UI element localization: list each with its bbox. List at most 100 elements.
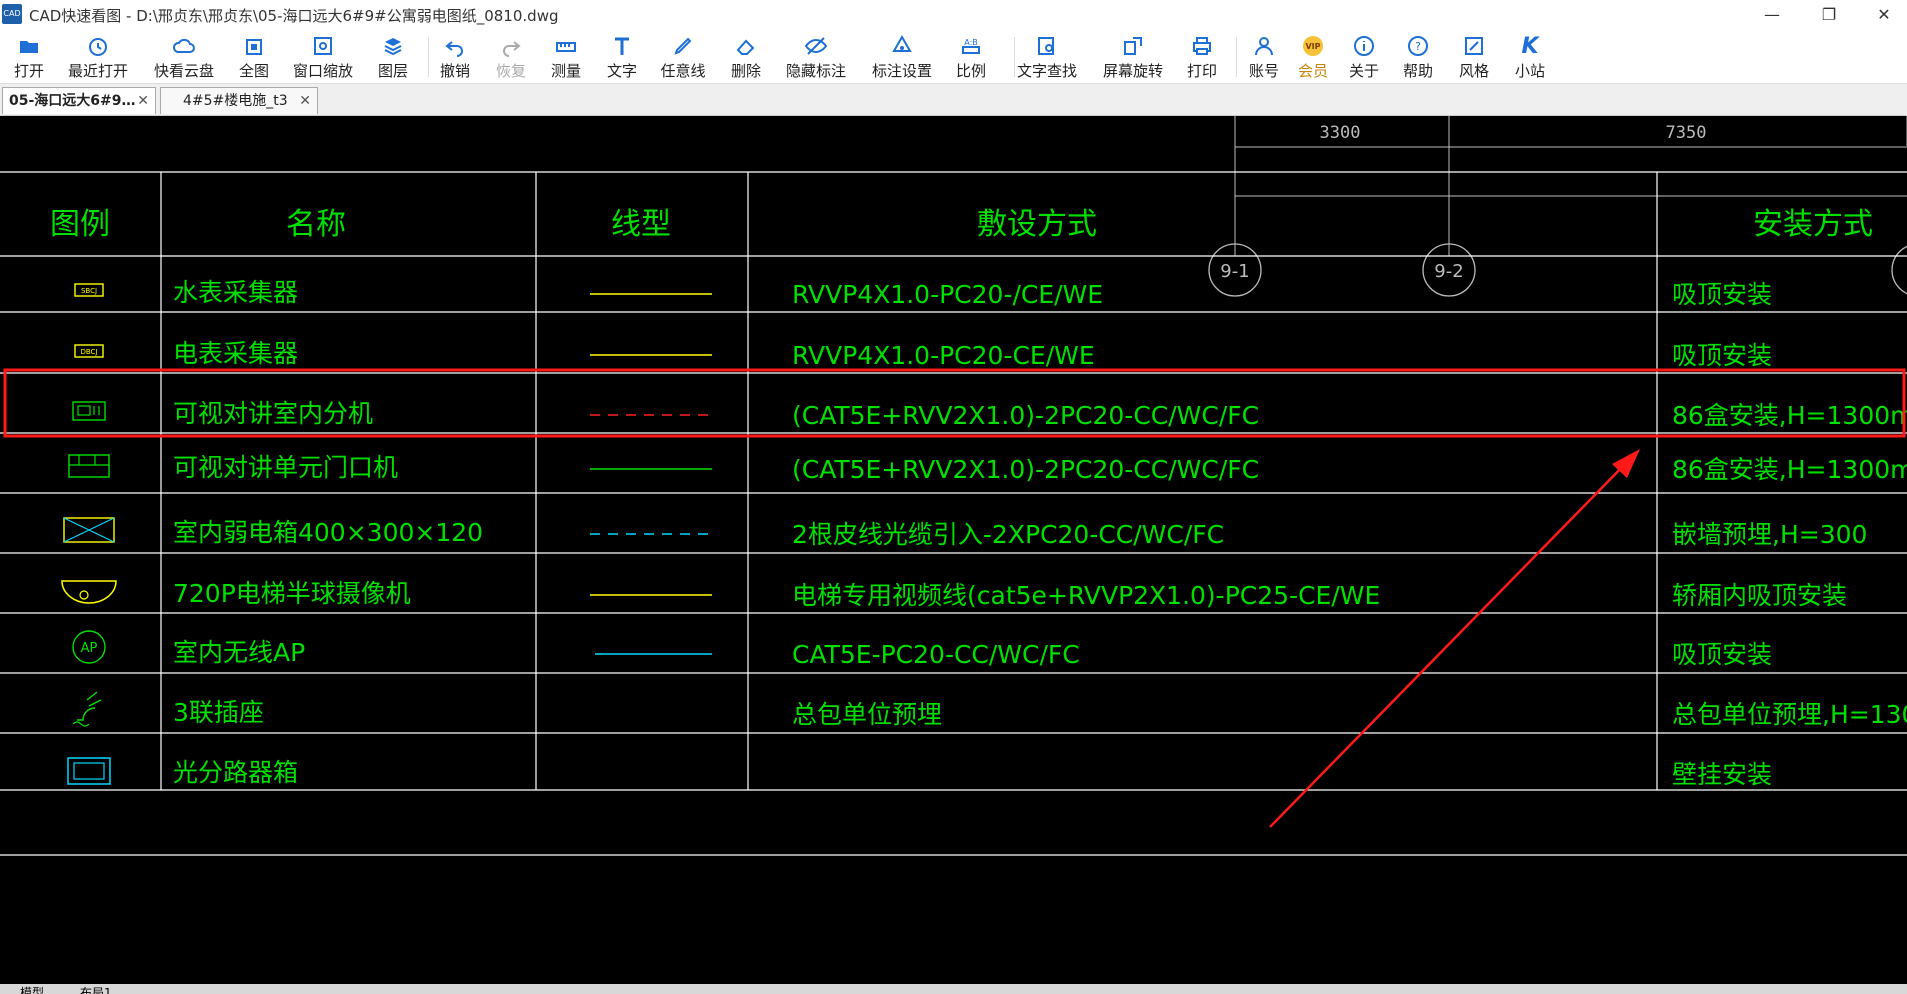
toolbar-zoomwin-button[interactable]: 窗口缩放 [293,29,353,83]
svg-text:DBCJ: DBCJ [80,348,97,356]
row-install-cell: 86盒安装,H=1300mm [1672,455,1907,484]
row-install-cell: 嵌墙预埋,H=300 [1672,520,1867,549]
toolbar-redo-button[interactable]: 恢复 [481,29,541,83]
toolbar-print-button[interactable]: 打印 [1172,29,1232,83]
row-route-cell: RVVP4X1.0-PC20-CE/WE [792,341,1095,370]
user-icon [1234,34,1294,60]
row-install-cell: 吸顶安装 [1672,341,1772,370]
toolbar-undo-button[interactable]: 撤销 [425,29,485,83]
toolbar: 打开最近打开快看云盘全图窗口缩放图层撤销恢复测量文字任意线删除 隐藏标注 标注设置 A… [0,29,1907,84]
toolbar-style-button[interactable]: 风格 [1444,29,1504,83]
toolbar-label: 窗口缩放 [293,62,354,80]
window-title: CAD快速看图 - D:\邢贞东\邢贞东\05-海口远大6#9#公寓弱电图纸_0… [29,7,559,25]
toolbar-about-button[interactable]: 关于 [1334,29,1394,83]
row-name-cell: 光分路器箱 [173,758,298,787]
toolbar-label: 文字查找 [1017,62,1078,80]
toolbar-label: 屏幕旋转 [1103,62,1164,80]
row-route-cell: RVVP4X1.0-PC20-/CE/WE [792,280,1103,309]
tab-document-2[interactable]: 4#5#楼电施_t3 ✕ [160,87,318,114]
table-header: 敷设方式 [977,207,1097,242]
row-install-cell: 壁挂安装 [1672,760,1772,789]
close-tab-icon[interactable]: ✕ [299,93,311,109]
pen-icon [653,34,713,60]
svg-text:A:B: A:B [964,38,978,47]
svg-text:SBCJ: SBCJ [81,287,97,295]
toolbar-label: 打印 [1186,62,1217,80]
dimension-label: 7350 [1666,123,1707,143]
toolbar-freeline-button[interactable]: 任意线 [653,29,713,83]
toolbar-open-button[interactable]: 打开 [0,29,59,83]
toolbar-text-button[interactable]: 文字 [592,29,652,83]
triple-socket-icon [72,691,102,727]
layers-icon [363,34,423,60]
row-name-cell: 720P电梯半球摄像机 [173,579,411,608]
table-header: 图例 [50,207,110,242]
toolbar-hide-button[interactable]: 隐藏标注 [786,29,846,83]
toolbar-delete-button[interactable]: 删除 [716,29,776,83]
row-route-cell: 电梯专用视频线(cat5e+RVVP2X1.0)-PC25-CE/WE [792,581,1380,610]
row-route-cell: CAT5E-PC20-CC/WC/FC [792,640,1080,669]
printer-icon [1172,34,1232,60]
toolbar-separator [428,37,429,77]
help-icon: ? [1388,34,1448,60]
water-meter-collector-icon: SBCJ [74,283,104,297]
toolbar-label: 比例 [955,62,986,80]
drawing-canvas[interactable]: 3300 7350 9-1 9-2 图例名称线型敷 [0,116,1907,984]
toolbar-label: 撤销 [439,62,470,80]
toolbar-full-button[interactable]: 全图 [224,29,284,83]
axis-bubble [1891,245,1907,295]
toolbar-separator [1236,37,1237,77]
maximize-button[interactable]: ❐ [1821,5,1837,24]
wireless-ap-icon: AP [72,630,106,664]
fit-all-icon [224,34,284,60]
toolbar-measure-button[interactable]: 测量 [536,29,596,83]
row-name-cell: 可视对讲单元门口机 [173,453,398,482]
row-name-cell: 室内无线AP [173,638,305,667]
redo-icon [481,34,541,60]
tab-model[interactable]: 模型 [20,986,45,994]
tab-layout-1[interactable]: 布局1 [80,986,112,994]
svg-text:AP: AP [81,641,98,656]
toolbar-label: 帮助 [1402,62,1433,80]
document-tab-bar: 05-海口远大6#9… ✕ 4#5#楼电施_t3 ✕ [0,84,1907,116]
toolbar-rotate-button[interactable]: 屏幕旋转 [1103,29,1163,83]
toolbar-label: 账号 [1248,62,1279,80]
toolbar-layers-button[interactable]: 图层 [363,29,423,83]
axis-label: 9-1 [1220,261,1249,282]
toolbar-find-button[interactable]: 文字查找 [1017,29,1077,83]
window-zoom-icon [293,34,353,60]
toolbar-label: 关于 [1348,62,1379,80]
toolbar-account-button[interactable]: 账号 [1234,29,1294,83]
toolbar-recent-button[interactable]: 最近打开 [68,29,128,83]
dome-camera-icon [61,580,117,604]
tab-document-1[interactable]: 05-海口远大6#9… ✕ [2,87,156,114]
toolbar-scale-button[interactable]: A:B 比例 [941,29,1001,83]
tab-label: 05-海口远大6#9… [9,93,136,109]
toolbar-cloud-button[interactable]: 快看云盘 [154,29,214,83]
svg-text:?: ? [1415,40,1421,53]
undo-icon [425,34,485,60]
toolbar-label: 文字 [606,62,637,80]
row-install-cell: 轿厢内吸顶安装 [1672,581,1847,610]
table-header: 线型 [611,207,671,242]
electric-meter-collector-icon: DBCJ [74,344,104,358]
intercom-indoor-unit-icon [72,401,106,421]
toolbar-label: 标注设置 [872,62,933,80]
toolbar-label: 隐藏标注 [786,62,847,80]
app-logo-icon: CAD [2,4,22,24]
row-install-cell: 86盒安装,H=1300mm [1672,401,1907,430]
row-name-cell: 3联插座 [173,698,264,727]
toolbar-markset-button[interactable]: 标注设置 [872,29,932,83]
folder-icon [0,34,59,60]
dimension-annotations: 3300 7350 9-1 9-2 [1208,116,1907,297]
close-tab-icon[interactable]: ✕ [137,93,149,109]
history-icon [68,34,128,60]
minimize-button[interactable]: — [1764,5,1780,24]
toolbar-help-button[interactable]: ? 帮助 [1388,29,1448,83]
toolbar-label: 删除 [730,62,761,80]
toolbar-label: 风格 [1458,62,1489,80]
close-button[interactable]: ✕ [1877,5,1891,24]
weak-current-box-icon [63,517,115,543]
